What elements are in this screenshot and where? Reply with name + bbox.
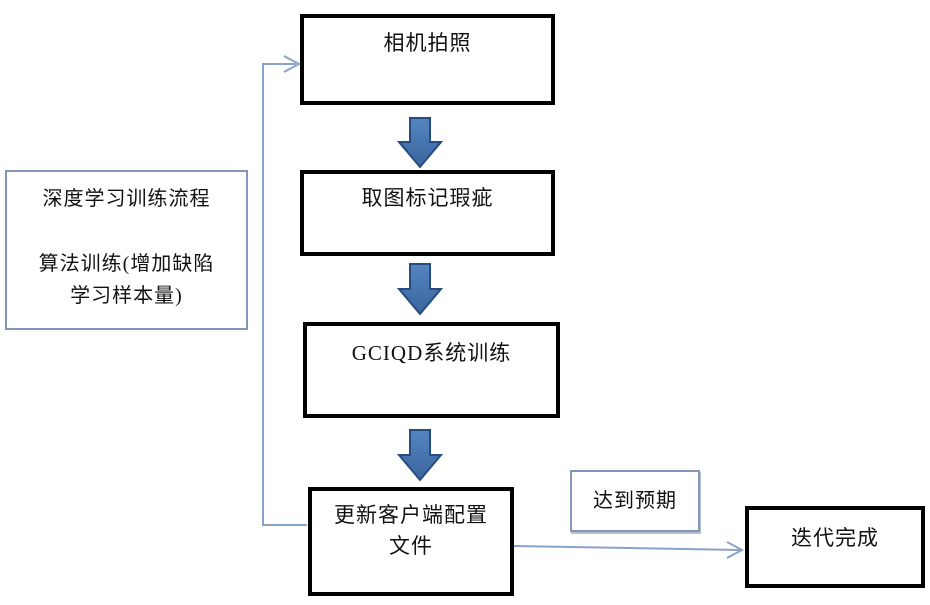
node-train-label: GCIQD系统训练 xyxy=(351,341,512,365)
node-mark-label: 取图标记瑕疵 xyxy=(361,186,494,210)
node-iteration-done: 迭代完成 xyxy=(745,506,925,588)
done-label: 迭代完成 xyxy=(791,526,879,550)
down-block-arrow-icon-2 xyxy=(396,263,444,316)
node-system-training: GCIQD系统训练 xyxy=(303,322,560,418)
side-label-line3: 学习样本量) xyxy=(70,285,183,307)
down-block-arrow-icon-3 xyxy=(396,429,444,482)
node-condition-expectation: 达到预期 xyxy=(570,470,700,532)
done-arrowhead-icon xyxy=(726,541,745,559)
down-block-arrow-icon-1 xyxy=(396,117,444,169)
done-connector-line xyxy=(512,545,741,551)
feedback-connector-line xyxy=(262,63,307,526)
node-mark-defects: 取图标记瑕疵 xyxy=(300,170,555,256)
side-label-line2: 算法训练(增加缺陷 xyxy=(38,253,215,275)
node-camera-label: 相机拍照 xyxy=(383,31,472,55)
node-update-label-line1: 更新客户端配置 xyxy=(334,503,488,527)
node-camera-capture: 相机拍照 xyxy=(300,14,555,105)
node-process-description: 深度学习训练流程 算法训练(增加缺陷 学习样本量) xyxy=(5,170,248,330)
expect-label: 达到预期 xyxy=(593,490,677,512)
side-label-line1: 深度学习训练流程 xyxy=(42,188,211,210)
node-update-label-line2: 文件 xyxy=(389,534,433,558)
node-update-config: 更新客户端配置 文件 xyxy=(308,487,514,596)
feedback-arrowhead-icon xyxy=(283,55,302,73)
